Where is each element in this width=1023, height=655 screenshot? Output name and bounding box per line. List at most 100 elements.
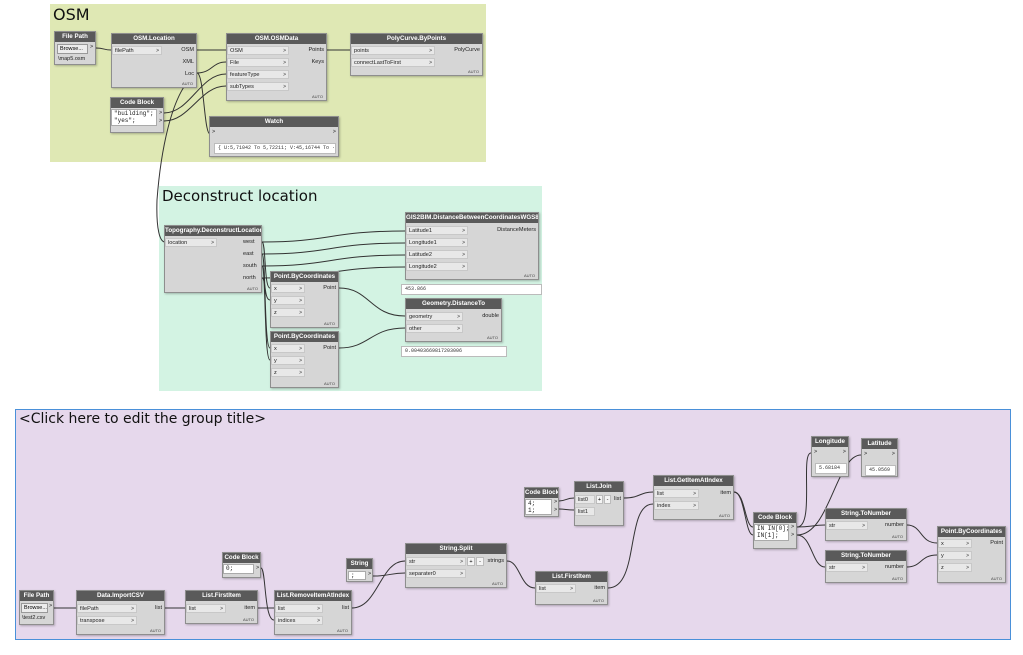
input-port-longitude2[interactable]: Longitude2> [406,262,468,271]
output-port-point[interactable]: Point [990,540,1003,546]
code-editor[interactable]: 0; [223,564,254,574]
input-port-indices[interactable]: indices> [275,616,323,625]
string-split-node[interactable]: String.Split str> separater0> + - string… [405,543,507,588]
latitude-watch-node[interactable]: Latitude > > 45.0569 [861,438,898,477]
output-port-point[interactable]: Point [323,345,336,351]
output-port-arrow[interactable]: > [159,118,163,124]
output-port-arrow[interactable]: > [554,499,558,505]
add-port-button[interactable]: + [596,495,603,504]
input-port-y[interactable]: y> [938,551,972,560]
file-path-node[interactable]: File Path Browse... > \test2.csv [19,590,54,625]
output-port-keys[interactable]: Keys [311,59,324,65]
output-port-east[interactable]: east [243,251,254,257]
code-block-node[interactable]: Code Block 0; > [222,552,261,578]
output-port-double[interactable]: double [482,313,499,319]
osm-data-node[interactable]: OSM.OSMData OSM> File> featureType> subT… [226,33,327,101]
input-port-list[interactable]: list> [654,489,699,498]
group-title-osm[interactable]: OSM [53,5,90,24]
input-port-z[interactable]: z> [938,563,972,572]
code-block-node[interactable]: Code Block IN IN[0];IN[1]; > > [753,512,797,549]
group-title-click[interactable]: <Click here to edit the group title> [19,411,267,427]
point-by-coordinates-node[interactable]: Point.ByCoordinates x> y> z> Point AUTO [270,271,339,328]
output-port-west[interactable]: west [243,239,255,245]
input-port-file[interactable]: File> [227,58,289,67]
input-port-points[interactable]: points> [351,46,435,55]
input-port-str[interactable]: str> [826,563,868,572]
input-port-separator[interactable]: separater0> [406,569,466,578]
input-port-latitude1[interactable]: Latitude1> [406,226,468,235]
output-port-item[interactable]: item [720,490,731,496]
output-port-list[interactable]: list [342,605,349,611]
output-port-arrow[interactable]: > [256,565,260,571]
output-port-point[interactable]: Point [323,285,336,291]
input-port-str[interactable]: str> [826,521,868,530]
output-port-arrow[interactable]: > [842,449,846,455]
osm-location-node[interactable]: OSM.Location filePath> OSM XML Loc AUTO [111,33,197,88]
output-port-polycurve[interactable]: PolyCurve [454,47,480,53]
list-first-item-node[interactable]: List.FirstItem list> item AUTO [185,590,258,624]
string-to-number-node[interactable]: String.ToNumber str> number AUTO [825,508,907,541]
input-port-subtypes[interactable]: subTypes> [227,82,289,91]
input-port-list0[interactable]: list0 [575,495,595,504]
output-port-item[interactable]: item [244,605,255,611]
input-port-z[interactable]: z> [271,368,305,377]
input-port-longitude1[interactable]: Longitude1> [406,238,468,247]
input-port-arrow[interactable]: > [814,449,818,455]
input-port-list1[interactable]: list1 [575,507,595,516]
output-port-osm[interactable]: OSM [181,47,194,53]
input-port-filepath[interactable]: filePath> [77,604,137,613]
list-get-item-node[interactable]: List.GetItemAtIndex list> index> item AU… [653,475,734,520]
output-port-distancemeters[interactable]: DistanceMeters [497,227,536,233]
input-port-filepath[interactable]: filePath> [112,46,162,55]
point-by-coordinates-node[interactable]: Point.ByCoordinates x> y> z> Point AUTO [937,526,1006,583]
output-port-number[interactable]: number [885,564,904,570]
input-port-geometry[interactable]: geometry> [406,312,463,321]
input-port-osm[interactable]: OSM> [227,46,289,55]
point-by-coordinates-node[interactable]: Point.ByCoordinates x> y> z> Point AUTO [270,331,339,388]
output-port-arrow[interactable]: > [49,603,53,609]
output-port-arrow[interactable]: > [554,507,558,513]
output-port-item[interactable]: item [594,585,605,591]
list-first-item-node[interactable]: List.FirstItem list> item AUTO [535,571,608,605]
output-port-strings[interactable]: strings [487,558,504,564]
input-port-str[interactable]: str> [406,557,466,566]
output-port-list[interactable]: list [614,496,621,502]
input-port-transpose[interactable]: transpose> [77,616,137,625]
output-port-loc[interactable]: Loc [184,71,194,77]
remove-port-button[interactable]: - [476,557,484,566]
remove-port-button[interactable]: - [604,495,611,504]
input-port-list[interactable]: list> [536,584,576,593]
output-port-south[interactable]: south [243,263,257,269]
list-remove-item-node[interactable]: List.RemoveItemAtIndex list> indices> li… [274,590,352,635]
add-port-button[interactable]: + [467,557,475,566]
file-path-node[interactable]: File Path Browse... > \map5.osm [54,31,96,65]
code-block-node[interactable]: Code Block "building";"yes"; > > [110,97,164,133]
input-port-list[interactable]: list> [186,604,226,613]
output-port-arrow[interactable]: > [891,451,895,457]
output-port-xml[interactable]: XML [182,59,194,65]
longitude-watch-node[interactable]: Longitude > > 5.68184 [811,436,849,477]
input-port-latitude2[interactable]: Latitude2> [406,250,468,259]
output-port-list[interactable]: list [155,605,162,611]
input-port-index[interactable]: index> [654,501,699,510]
polycurve-node[interactable]: PolyCurve.ByPoints points> connectLastTo… [350,33,483,76]
code-block-node[interactable]: Code Block 4;1; > > [524,487,559,517]
watch-node[interactable]: Watch > > { U:5,71042 To 5,72211; V:45,1… [209,116,339,157]
string-input-node[interactable]: String ; > [346,558,373,582]
input-port-x[interactable]: x> [271,284,305,293]
output-port-arrow[interactable]: > [791,524,795,530]
input-port-x[interactable]: x> [938,539,972,548]
code-editor[interactable]: 4;1; [525,499,552,515]
string-value-field[interactable]: ; [348,571,366,580]
output-port-arrow[interactable]: > [368,571,372,577]
browse-button[interactable]: Browse... [21,603,48,613]
list-join-node[interactable]: List.Join list0 list1 + - list [574,481,624,526]
code-editor[interactable]: IN IN[0];IN[1]; [754,524,789,541]
output-port-north[interactable]: north [243,275,256,281]
input-port-x[interactable]: x> [271,344,305,353]
input-port-location[interactable]: location> [165,238,217,247]
input-port-z[interactable]: z> [271,308,305,317]
import-csv-node[interactable]: Data.ImportCSV filePath> transpose> list… [76,590,165,635]
output-port-number[interactable]: number [885,522,904,528]
output-port-arrow[interactable]: > [332,129,336,135]
